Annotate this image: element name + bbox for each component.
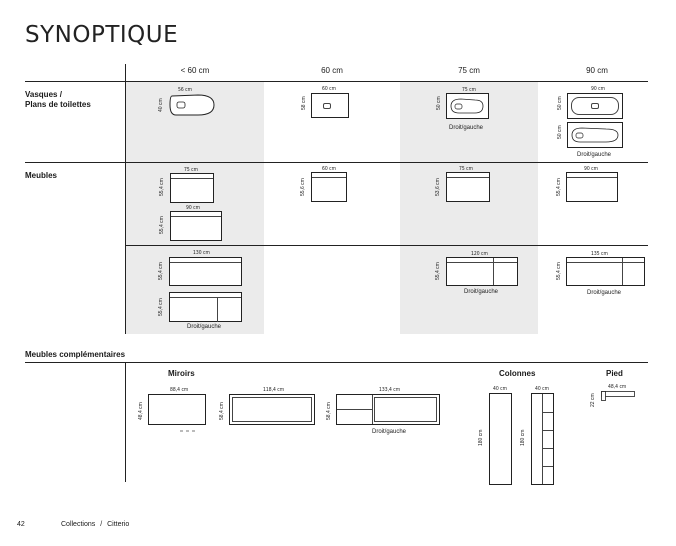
footer-separator: / bbox=[100, 521, 103, 528]
dim-co180h1: 180 cm bbox=[478, 429, 484, 446]
basin-56-drawing bbox=[169, 94, 215, 116]
row-label-vasques-text: Vasques / Plans de toilettes bbox=[25, 90, 91, 109]
dim-l55h4: 55,4 cm bbox=[556, 262, 562, 280]
caption-droit-gauche-v75: Droit/gauche bbox=[449, 125, 484, 131]
complementary-rule bbox=[25, 362, 648, 363]
dim-m75w: 75 cm bbox=[184, 167, 199, 173]
complementary-col-rule bbox=[125, 362, 126, 482]
pied-drawing bbox=[601, 391, 635, 401]
row-rule-2 bbox=[126, 245, 648, 246]
caption-droit-gauche-l130: Droit/gauche bbox=[187, 324, 222, 330]
dim-v90w: 90 cm bbox=[591, 86, 606, 92]
dim-m90w: 90 cm bbox=[186, 205, 201, 211]
col-header-60: 60 cm bbox=[321, 66, 343, 75]
dim-co40w2: 40 cm bbox=[535, 386, 550, 392]
meuble-75b bbox=[446, 172, 490, 202]
dim-m55h1: 55,4 cm bbox=[159, 178, 165, 196]
dim-mi133w: 133,4 cm bbox=[379, 387, 401, 393]
mirror-118 bbox=[229, 394, 315, 425]
dim-m55h2: 55,4 cm bbox=[159, 216, 165, 234]
dim-l120w: 120 cm bbox=[471, 251, 488, 257]
dim-pi48w: 48,4 cm bbox=[608, 384, 627, 390]
basin-90-b bbox=[567, 122, 623, 148]
caption-droit-gauche-v90: Droit/gauche bbox=[577, 152, 612, 158]
colonne-open bbox=[489, 393, 512, 485]
page-number: 42 bbox=[17, 521, 25, 528]
dim-v75w: 75 cm bbox=[462, 87, 477, 93]
meuble-60 bbox=[311, 172, 347, 202]
dim-mi88w: 88,4 cm bbox=[170, 387, 189, 393]
header-rule bbox=[25, 81, 648, 82]
dim-l55h1: 55,4 cm bbox=[158, 262, 164, 280]
caption-droit-gauche-mirror: Droit/gauche bbox=[372, 429, 407, 435]
meuble-120 bbox=[446, 257, 518, 286]
subtitle-colonnes: Colonnes bbox=[499, 369, 536, 378]
dim-v58h: 58 cm bbox=[301, 96, 307, 110]
dim-v60w: 60 cm bbox=[322, 86, 337, 92]
basin-90-a bbox=[567, 93, 623, 119]
dim-mi48h2: 58,4 cm bbox=[219, 402, 225, 420]
row-label-meubles: Meubles bbox=[25, 171, 58, 180]
meuble-90b bbox=[566, 172, 618, 202]
basin-75 bbox=[446, 93, 489, 119]
dim-l130w: 130 cm bbox=[193, 250, 210, 256]
meuble-90 bbox=[170, 211, 222, 241]
mirror-88-remnant bbox=[180, 430, 195, 432]
dim-pi22h: 22 cm bbox=[590, 393, 596, 407]
caption-droit-gauche-l120: Droit/gauche bbox=[464, 289, 499, 295]
col-header-lt60: < 60 cm bbox=[180, 66, 210, 75]
dim-m53h: 53,6 cm bbox=[435, 178, 441, 196]
footer-collection: Collections / Citterio bbox=[61, 521, 129, 528]
dim-l135w: 135 cm bbox=[591, 251, 608, 257]
subtitle-pied: Pied bbox=[606, 369, 623, 378]
shade-col-3 bbox=[400, 82, 538, 334]
dim-l55h3: 55,4 cm bbox=[435, 262, 441, 280]
dim-m55h4: 55,4 cm bbox=[556, 178, 562, 196]
meuble-130 bbox=[169, 257, 242, 286]
dim-v40h: 40 cm bbox=[158, 98, 164, 112]
complementary-title: Meubles complémentaires bbox=[25, 350, 126, 359]
footer-collections: Collections bbox=[61, 521, 96, 528]
basin-60 bbox=[311, 93, 349, 118]
page-title: SYNOPTIQUE bbox=[25, 22, 179, 48]
subtitle-miroirs: Miroirs bbox=[168, 369, 195, 378]
meuble-75 bbox=[170, 173, 214, 203]
col-rule bbox=[125, 64, 126, 334]
dim-l55h2: 55,4 cm bbox=[158, 298, 164, 316]
dim-mi48h3: 58,4 cm bbox=[326, 402, 332, 420]
row-label-vasques: Vasques / Plans de toilettes bbox=[25, 90, 91, 110]
dim-co180h2: 180 cm bbox=[520, 429, 526, 446]
dim-v50h: 50 cm bbox=[436, 96, 442, 110]
dim-mi48h1: 48,4 cm bbox=[138, 402, 144, 420]
dim-v50h3: 50 cm bbox=[557, 125, 563, 139]
col-header-75: 75 cm bbox=[458, 66, 480, 75]
colonne-shelves bbox=[531, 393, 554, 485]
meuble-135 bbox=[566, 257, 645, 286]
dim-m55h3: 55,6 cm bbox=[300, 178, 306, 196]
dim-v56w: 56 cm bbox=[178, 87, 193, 93]
mirror-88 bbox=[148, 394, 206, 425]
mirror-133 bbox=[336, 394, 440, 425]
dim-v50h2: 50 cm bbox=[557, 96, 563, 110]
meuble-130-drawers bbox=[169, 292, 242, 322]
footer-designer: Citterio bbox=[107, 521, 130, 528]
row-rule-1 bbox=[25, 162, 648, 163]
col-header-90: 90 cm bbox=[586, 66, 608, 75]
dim-co40w1: 40 cm bbox=[493, 386, 508, 392]
dim-m60w: 60 cm bbox=[322, 166, 337, 172]
dim-m75w2: 75 cm bbox=[459, 166, 474, 172]
dim-m90w2: 90 cm bbox=[584, 166, 599, 172]
dim-mi118w: 118,4 cm bbox=[263, 387, 285, 393]
caption-droit-gauche-l135: Droit/gauche bbox=[587, 290, 622, 296]
